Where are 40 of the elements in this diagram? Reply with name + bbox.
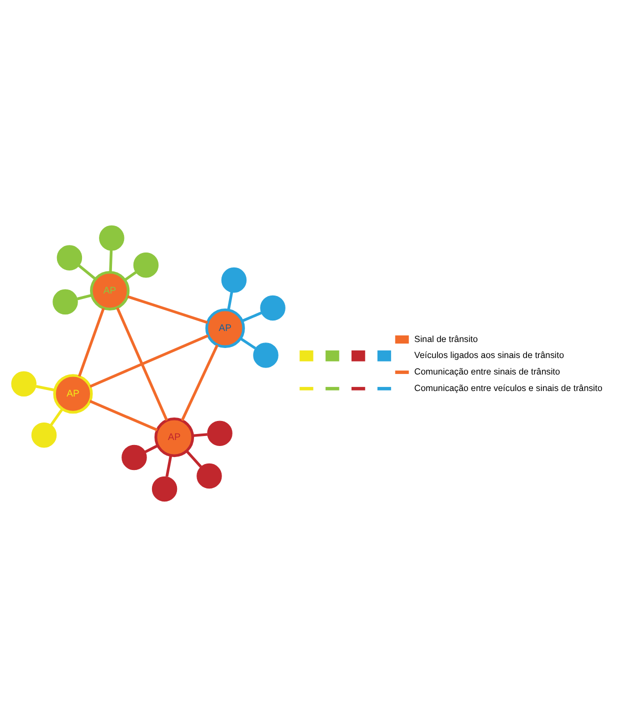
connector bbox=[109, 250, 113, 272]
legend-label: Veículos ligados aos sinais de trânsito bbox=[414, 350, 564, 360]
connector bbox=[90, 334, 209, 388]
connector bbox=[240, 336, 256, 349]
node-circle bbox=[133, 252, 159, 278]
node-circle bbox=[260, 294, 286, 320]
node-circle: AP bbox=[205, 308, 245, 348]
connector bbox=[50, 408, 64, 426]
node-circle bbox=[31, 422, 57, 448]
node-circle bbox=[207, 420, 232, 446]
connector bbox=[186, 450, 202, 468]
node-circle bbox=[11, 370, 36, 396]
connector bbox=[89, 399, 158, 431]
connector bbox=[127, 294, 208, 324]
connector bbox=[227, 291, 234, 310]
node-circle: AP bbox=[53, 374, 93, 414]
node-circle bbox=[221, 266, 247, 292]
connector bbox=[144, 444, 158, 453]
connector bbox=[36, 384, 55, 391]
connector bbox=[242, 311, 262, 322]
connector bbox=[192, 432, 208, 437]
connector bbox=[77, 293, 92, 300]
connector bbox=[180, 344, 219, 421]
node-circle bbox=[196, 462, 222, 488]
connector bbox=[124, 270, 137, 281]
node-circle: AP bbox=[154, 417, 194, 457]
node-circle bbox=[122, 444, 147, 470]
node-circle bbox=[56, 244, 82, 270]
node-circle: AP bbox=[90, 270, 130, 310]
node-circle bbox=[152, 476, 178, 502]
connector bbox=[78, 307, 105, 376]
connector bbox=[166, 454, 172, 476]
connector bbox=[116, 306, 168, 420]
legend-label: Comunicação entre sinais de trânsito bbox=[414, 366, 560, 376]
node-circle bbox=[253, 342, 278, 368]
node-circle bbox=[99, 224, 124, 250]
legend-label: Sinal de trânsito bbox=[414, 333, 478, 344]
node-circle bbox=[52, 288, 78, 314]
connector bbox=[78, 264, 96, 280]
legend-label: Comunicação entre veículos e sinais de trânsito bbox=[414, 382, 602, 392]
